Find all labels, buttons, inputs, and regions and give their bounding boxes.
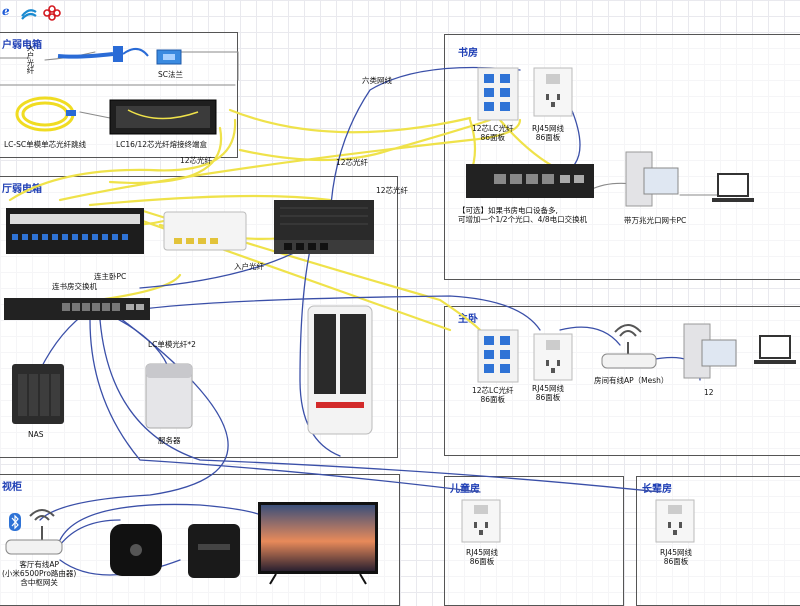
elder-title: 长辈房 — [642, 484, 672, 495]
iptv-box-icon — [188, 524, 240, 578]
sc-adapter-label: SC法兰 — [158, 70, 183, 79]
kids-rj45-panel-icon — [461, 499, 501, 543]
tv-cabinet-title: 视柜 — [2, 482, 22, 493]
master-pc-tower-icon — [683, 323, 737, 379]
nas-label: NAS — [28, 430, 44, 439]
study-lc-panel-label: 12芯LC光纤 86面板 — [472, 124, 514, 142]
bluetooth-icon — [9, 513, 21, 531]
incoming-fiber-top-label: 入户光纤 — [26, 44, 35, 74]
study-lc-panel-icon — [477, 67, 519, 121]
television-icon — [258, 502, 378, 585]
server-label: 服务器 — [158, 436, 181, 445]
master-ap-icon — [601, 324, 657, 369]
fiber12-b-label: 12芯光纤 — [336, 158, 369, 167]
study-laptop-icon — [712, 173, 754, 202]
outdoor-box-title: 户弱电箱 — [2, 40, 42, 51]
lc-sc-patch-cord-icon — [15, 96, 76, 132]
master-rj45-panel-label: RJ45网线 86面板 — [532, 384, 564, 402]
fiber12-c-label: 12芯光纤 — [376, 186, 409, 195]
incoming-fiber-mid-label: 入户光纤 — [234, 262, 264, 271]
fiber-terminal-box-icon — [109, 99, 217, 135]
study-pc-tower-icon — [625, 151, 679, 207]
study-frame — [444, 34, 800, 280]
study-rj45-panel-label: RJ45网线 86面板 — [532, 124, 564, 142]
lc-sc-patch-label: LC-SC单模单芯光纤跳线 — [4, 140, 87, 149]
study-switch-note: 【可选】如果书房电口设备多, 可增加一个1/2个光口、4/8电口交换机 — [458, 206, 588, 224]
to-study-switch-label: 连书房交换机 — [52, 282, 97, 291]
living-ap-label: 客厅有线AP (小米6500Pro路由器) 含中枢网关 — [2, 560, 77, 587]
patch-panel-icon — [6, 208, 144, 254]
china-unicom-logo — [43, 5, 61, 21]
optical-modem-icon — [163, 211, 247, 251]
elder-rj45-panel-icon — [655, 499, 695, 543]
master-pc-label: 12 — [704, 388, 714, 397]
soft-router-icon — [274, 200, 374, 254]
fiber-optic-cable-icon — [57, 46, 149, 62]
apple-tv-icon — [110, 524, 162, 576]
study-switch-icon — [466, 164, 594, 198]
china-mobile-logo — [21, 9, 37, 20]
to-master-pc-label: 连主卧PC — [94, 272, 127, 281]
master-lc-panel-icon — [477, 329, 519, 383]
kids-title: 儿童房 — [450, 484, 480, 495]
study-rj45-panel-icon — [533, 67, 573, 117]
server-icon — [145, 363, 193, 429]
master-ap-label: 房间有线AP（Mesh） — [594, 376, 669, 385]
terminal-box-label: LC16/12芯光纤熔接终端盒 — [116, 140, 208, 149]
living-box-title: 厅弱电箱 — [2, 184, 42, 195]
study-title: 书房 — [458, 48, 478, 59]
master-laptop-icon — [754, 335, 796, 364]
network-switch-icon — [4, 298, 150, 320]
master-rj45-panel-icon — [533, 333, 573, 381]
cat6-label: 六类网线 — [362, 76, 392, 85]
china-telecom-logo: ℯ — [2, 4, 10, 18]
nas-icon — [12, 364, 64, 424]
sc-adapter-icon — [156, 49, 182, 65]
living-ap-icon — [5, 509, 63, 555]
ups-icon — [307, 305, 373, 435]
lc-sfp-label: LC单模光纤*2 — [148, 340, 196, 349]
master-lc-panel-label: 12芯LC光纤 86面板 — [472, 386, 514, 404]
fiber12-a-label: 12芯光纤 — [180, 156, 213, 165]
study-pc-label: 带万兆光口网卡PC — [624, 216, 687, 225]
elder-panel-label: RJ45网线 86面板 — [660, 548, 692, 566]
kids-panel-label: RJ45网线 86面板 — [466, 548, 498, 566]
